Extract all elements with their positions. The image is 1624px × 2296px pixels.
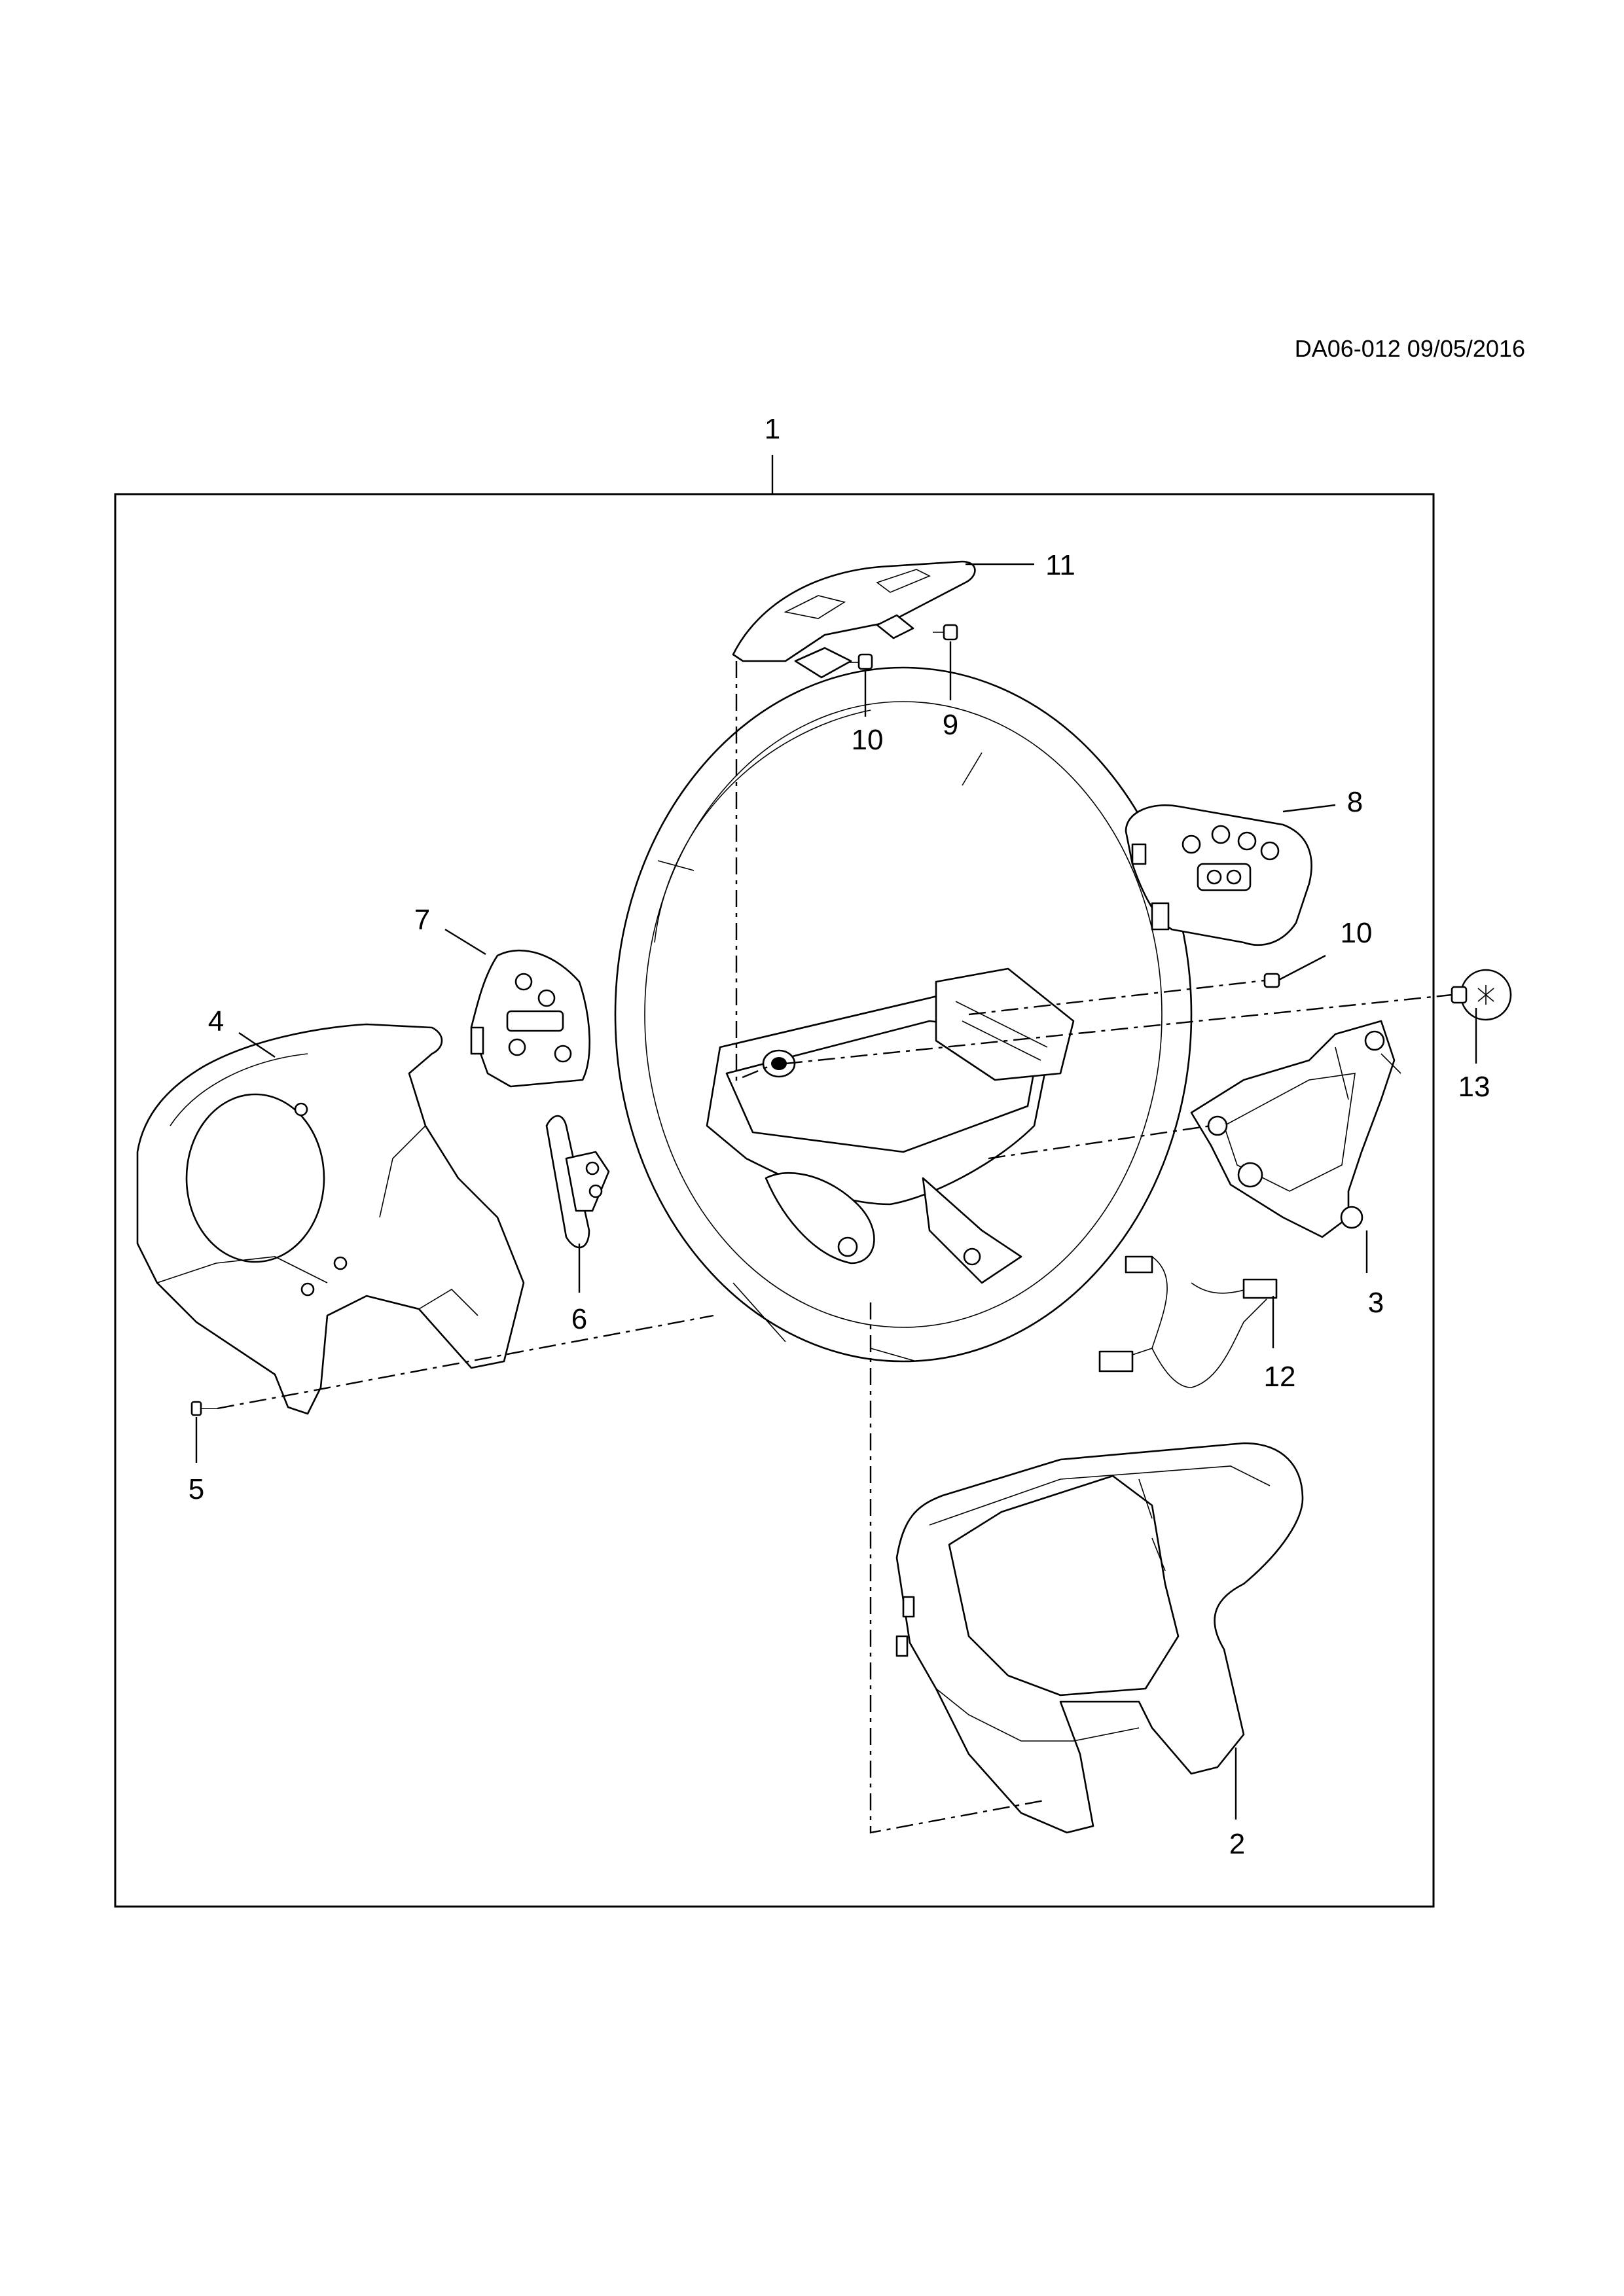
steering-wheel xyxy=(614,666,1193,1363)
callout-4: 4 xyxy=(208,1005,224,1037)
assembly-line-top-cover xyxy=(735,661,776,1081)
bolt-13 xyxy=(1451,969,1512,1064)
assembly-frame xyxy=(114,493,1435,1908)
callout-10-right: 10 xyxy=(1341,917,1373,949)
lower-cover xyxy=(136,1023,525,1415)
assembly-line-bolt xyxy=(785,994,1453,1065)
leader-line-8 xyxy=(1282,804,1336,813)
callout-6: 6 xyxy=(571,1303,587,1335)
screw-5 xyxy=(190,1401,217,1463)
top-cover xyxy=(732,560,976,679)
leader-line-7 xyxy=(444,928,486,956)
assembly-line-screw-5 xyxy=(217,1314,714,1410)
callout-8: 8 xyxy=(1347,786,1363,818)
left-switch-module xyxy=(470,949,590,1088)
callout-5: 5 xyxy=(189,1473,204,1505)
callout-11: 11 xyxy=(1045,549,1075,581)
callout-1: 1 xyxy=(765,413,780,445)
callout-9: 9 xyxy=(943,709,958,741)
bracket xyxy=(1190,1020,1401,1238)
wiring-harness xyxy=(1098,1255,1278,1388)
callout-3: 3 xyxy=(1368,1287,1384,1319)
screw-10-right xyxy=(1263,954,1326,988)
callout-2: 2 xyxy=(1229,1828,1245,1860)
callout-13: 13 xyxy=(1458,1071,1490,1103)
screw-9 xyxy=(933,624,958,700)
callout-7: 7 xyxy=(414,904,430,936)
assembly-line-bracket xyxy=(988,1124,1212,1160)
paddle-shifter xyxy=(545,1115,610,1249)
leader-line-4 xyxy=(238,1032,276,1058)
screw-10-top xyxy=(848,653,873,717)
airbag-module xyxy=(895,1442,1304,1834)
assembly-line-airbag xyxy=(869,1302,1048,1834)
callout-10-top: 10 xyxy=(852,724,884,756)
diagram-reference: DA06-012 09/05/2016 xyxy=(1295,335,1525,362)
assembly-line-screw-right xyxy=(968,979,1265,1016)
right-switch-module xyxy=(1125,804,1312,946)
callout-12: 12 xyxy=(1264,1361,1296,1393)
